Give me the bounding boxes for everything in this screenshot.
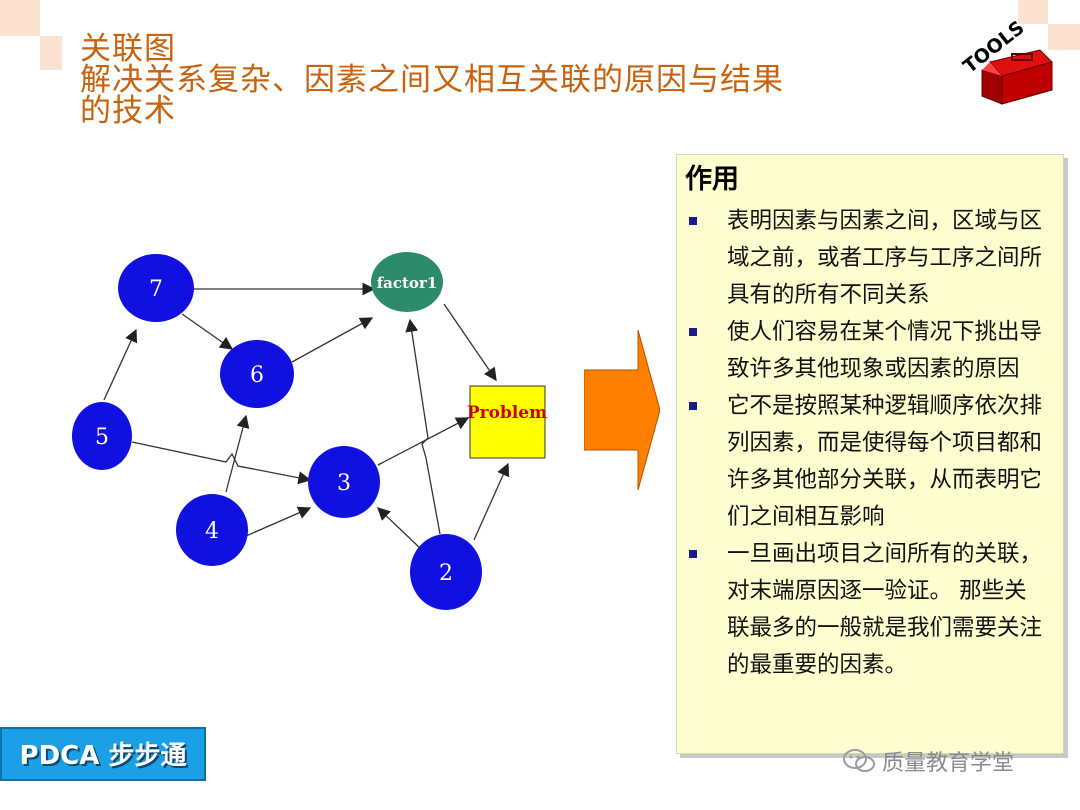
- node-factor1-label: factor1: [377, 274, 438, 292]
- watermark: 质量教育学堂: [842, 745, 1014, 777]
- title-line: 解决关系复杂、因素之间又相互关联的原因与结果: [80, 62, 784, 98]
- relation-diagram: 7 6 5 4 3 2 factor1 Problem: [72, 252, 547, 610]
- node-4: 4: [176, 494, 248, 566]
- square-bullet-icon: [689, 402, 697, 410]
- slide-title: 关联图 解决关系复杂、因素之间又相互关联的原因与结果 的技术: [80, 34, 960, 127]
- title-line: 的技术: [80, 93, 176, 129]
- node-2: 2: [410, 534, 482, 610]
- edge-4-6: [225, 414, 250, 493]
- function-panel: 作用 表明因素与因素之间，区域与区域之前，或者工序与工序之间所具有的所有不同关系…: [676, 154, 1064, 754]
- toolbox-icon: TOOLS: [959, 18, 1053, 105]
- node-5-label: 5: [95, 425, 109, 450]
- edge-4-3: [245, 506, 312, 537]
- edge-6-factor1: [291, 317, 374, 363]
- edge-2-problem: [473, 462, 510, 541]
- square-bullet-icon: [689, 550, 697, 558]
- wechat-icon: [843, 749, 875, 772]
- list-item: 它不是按照某种逻辑顺序依次排列因素，而是使得每个项目都和许多其他部分关联，从而表…: [677, 388, 1047, 536]
- edge-2-factor1: [405, 318, 441, 535]
- edge-5-7: [103, 328, 138, 401]
- node-factor1: factor1: [371, 252, 443, 312]
- list-item: 一旦画出项目之间所有的关联，对末端原因逐一验证。 那些关联最多的一般就是我们需要…: [677, 536, 1047, 684]
- square-bullet-icon: [689, 217, 697, 225]
- node-6-label: 6: [250, 363, 264, 388]
- list-item: 表明因素与因素之间，区域与区域之前，或者工序与工序之间所具有的所有不同关系: [677, 203, 1047, 314]
- list-item: 使人们容易在某个情况下挑出导致许多其他现象或因素的原因: [677, 314, 1047, 388]
- edge-factor1-problem: [443, 303, 497, 382]
- node-problem-label: Problem: [467, 403, 547, 423]
- title-line: 关联图: [80, 31, 176, 67]
- node-7: 7: [118, 254, 194, 322]
- node-2-label: 2: [439, 561, 453, 586]
- node-3: 3: [308, 446, 380, 518]
- corner-decoration: [1018, 0, 1048, 24]
- edge-7-6: [181, 313, 234, 350]
- node-6: 6: [220, 340, 294, 408]
- list-item-text: 它不是按照某种逻辑顺序依次排列因素，而是使得每个项目都和许多其他部分关联，从而表…: [727, 393, 1043, 530]
- list-item-text: 使人们容易在某个情况下挑出导致许多其他现象或因素的原因: [727, 319, 1043, 382]
- corner-decoration: [40, 36, 62, 70]
- list-item-text: 表明因素与因素之间，区域与区域之前，或者工序与工序之间所具有的所有不同关系: [727, 208, 1043, 308]
- node-5: 5: [72, 402, 132, 470]
- orange-arrow-icon: [584, 330, 660, 490]
- watermark-text: 质量教育学堂: [882, 751, 1015, 776]
- square-bullet-icon: [689, 328, 697, 336]
- corner-decoration: [1048, 24, 1080, 50]
- edge-3-problem: [377, 417, 470, 466]
- node-3-label: 3: [337, 471, 351, 496]
- node-4-label: 4: [205, 519, 219, 544]
- corner-decoration: [0, 0, 40, 36]
- list-item-text: 一旦画出项目之间所有的关联，对末端原因逐一验证。 那些关联最多的一般就是我们需要…: [727, 541, 1043, 678]
- edge-2-3: [377, 507, 423, 551]
- edge-5-3: [131, 441, 312, 485]
- pdca-badge: PDCA 步步通: [0, 727, 206, 781]
- function-list: 表明因素与因素之间，区域与区域之前，或者工序与工序之间所具有的所有不同关系 使人…: [677, 203, 1047, 684]
- node-7-label: 7: [149, 277, 163, 302]
- node-problem: Problem: [467, 385, 547, 459]
- panel-title: 作用: [685, 164, 739, 195]
